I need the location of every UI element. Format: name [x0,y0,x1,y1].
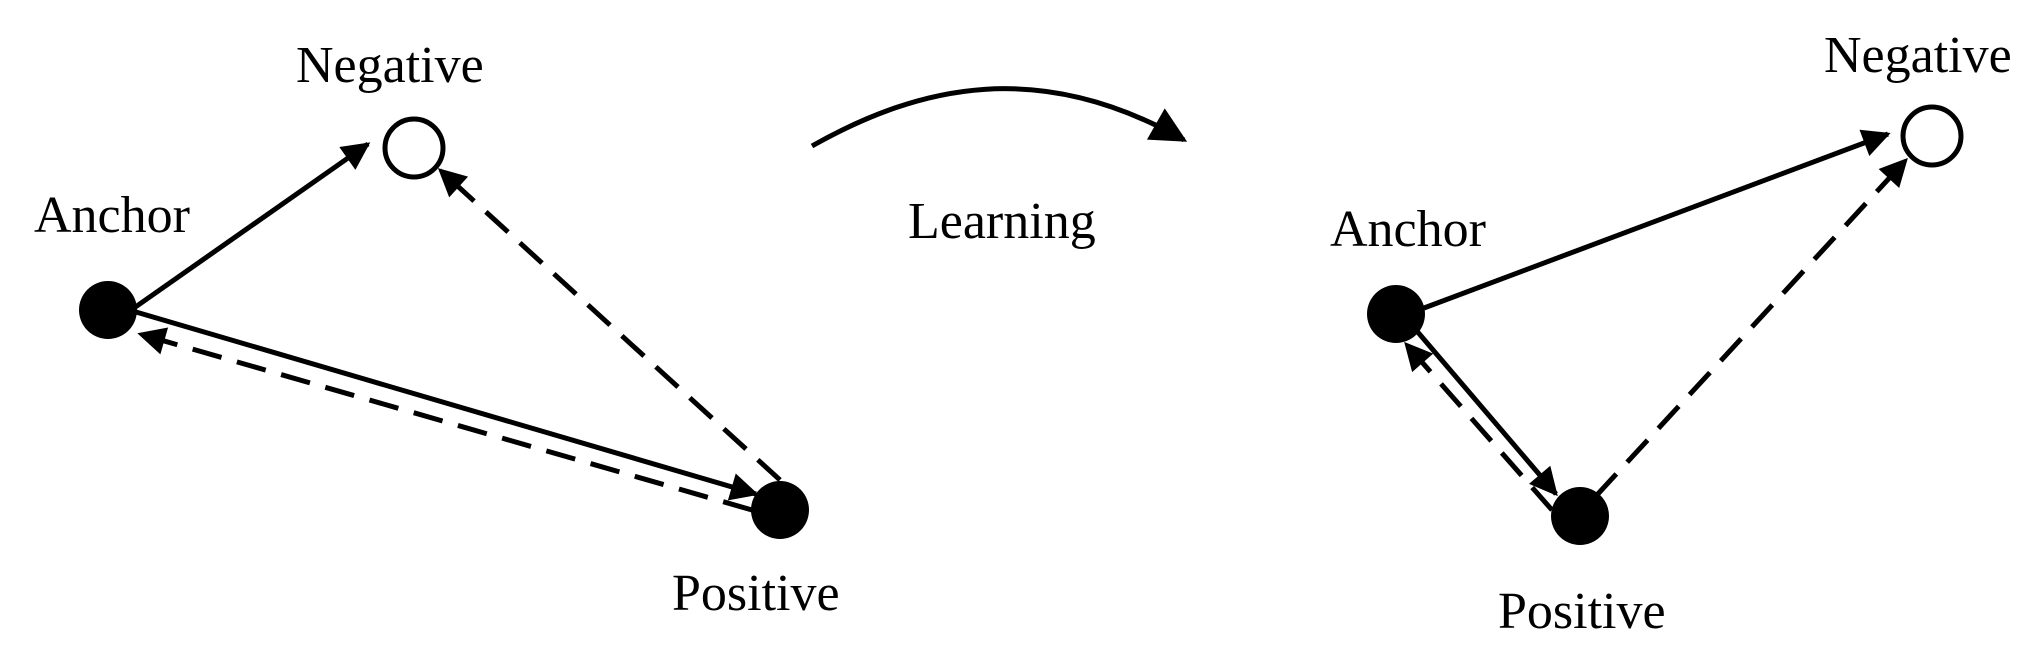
before-anchor-node [79,281,137,339]
after-anchor-label: Anchor [1330,201,1486,258]
before-positive-label: Positive [672,565,840,622]
before-positive-to-negative-dashed-arrow [437,168,782,482]
after-negative-node [1900,104,1964,168]
after-positive-to-anchor-dashed-arrow [1404,341,1554,512]
before-negative-label: Negative [296,37,484,94]
before-anchor-to-negative-arrow [132,141,371,311]
after-positive-node [1551,487,1609,545]
after-negative-label: Negative [1824,27,2012,84]
after-anchor-node [1367,285,1425,343]
after-anchor-to-positive-arrow [1414,328,1558,497]
after-anchor-to-negative-arrow [1423,129,1891,311]
learning-curved-arrow [810,86,1188,149]
after-positive-to-negative-dashed-arrow [1594,157,1908,498]
before-positive-node [751,481,809,539]
before-positive-to-anchor-dashed-arrow [137,327,753,513]
learning-transition [810,86,1188,149]
learning-label: Learning [908,193,1096,250]
after-positive-label: Positive [1498,583,1666,640]
before-negative-node [382,116,446,180]
before-anchor-to-positive-arrow [135,309,759,501]
before-anchor-label: Anchor [34,187,190,244]
after-panel [1367,104,1964,545]
before-panel [79,116,809,539]
